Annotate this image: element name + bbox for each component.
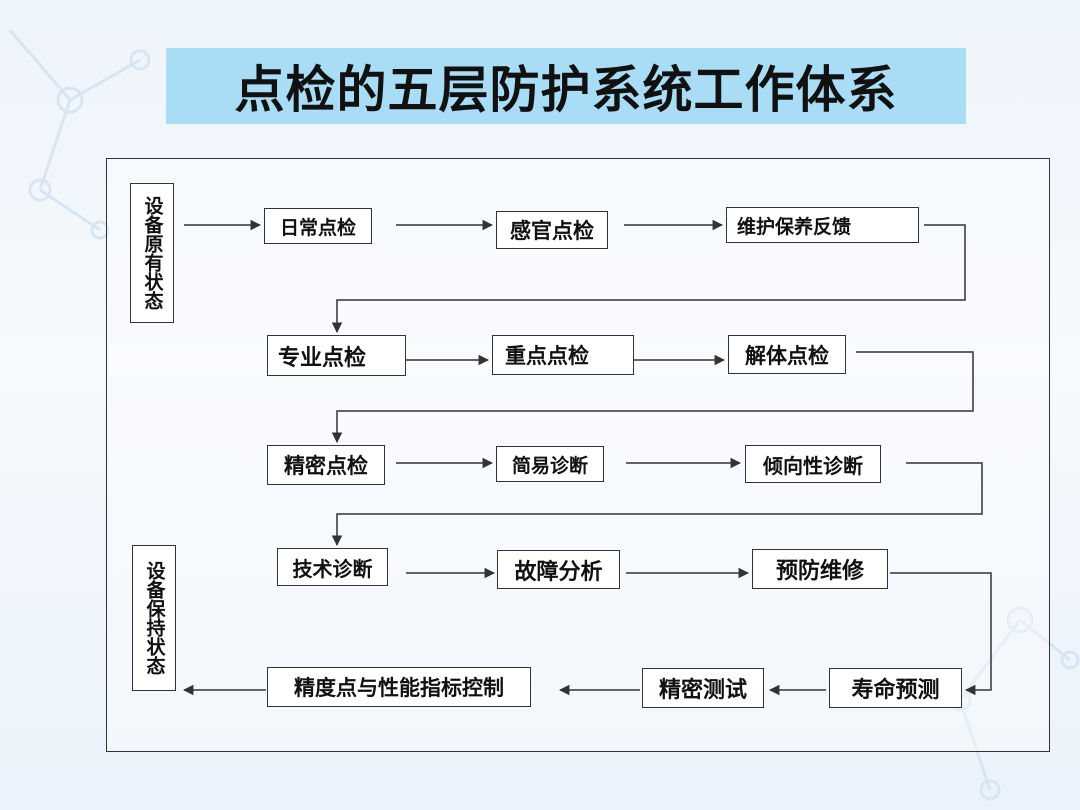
node-maintenance-feedback: 维护保养反馈	[726, 207, 919, 243]
node-precision-check-label: 精密点检	[284, 454, 368, 478]
end-state-label: 设备保持状态	[143, 561, 166, 675]
node-fault-analysis: 故障分析	[497, 550, 620, 589]
node-daily-check: 日常点检	[264, 208, 372, 244]
node-daily-check-label: 日常点检	[279, 216, 356, 239]
node-precision-check: 精密点检	[267, 445, 385, 485]
node-maintenance-feedback-label: 维护保养反馈	[737, 215, 852, 238]
node-preventive-repair: 预防维修	[752, 549, 888, 589]
node-trend-diagnosis: 倾向性诊断	[745, 445, 881, 483]
node-professional-check-label: 专业点检	[278, 345, 367, 371]
node-sensory-check: 感官点检	[496, 211, 608, 249]
end-state-box: 设备保持状态	[132, 545, 176, 691]
node-trend-diagnosis-label: 倾向性诊断	[763, 453, 863, 478]
node-technical-diagnosis-label: 技术诊断	[292, 556, 373, 581]
arrow-preventive-to-life	[890, 572, 992, 696]
node-disassembly-check-label: 解体点检	[745, 343, 829, 368]
node-technical-diagnosis: 技术诊断	[277, 548, 388, 586]
node-key-check: 重点点检	[492, 335, 634, 375]
node-key-check-label: 重点点检	[505, 344, 589, 368]
node-preventive-repair-label: 预防维修	[775, 559, 864, 584]
node-life-prediction: 寿命预测	[829, 668, 962, 708]
arrow-feedback-to-professional	[331, 224, 966, 334]
node-professional-check: 专业点检	[267, 335, 406, 376]
arrow-trend-to-technical	[331, 462, 983, 547]
node-disassembly-check: 解体点检	[728, 335, 846, 374]
node-precision-test: 精密测试	[642, 668, 764, 708]
start-state-label: 设备原有状态	[141, 196, 164, 310]
start-state-box: 设备原有状态	[130, 183, 174, 323]
node-life-prediction-label: 寿命预测	[851, 678, 940, 703]
page-title: 点检的五层防护系统工作体系	[234, 61, 898, 119]
node-precision-control-label: 精度点与性能指标控制	[294, 676, 504, 700]
node-precision-control: 精度点与性能指标控制	[267, 667, 531, 707]
title-banner: 点检的五层防护系统工作体系	[166, 48, 966, 124]
node-sensory-check-label: 感官点检	[510, 219, 594, 243]
node-precision-test-label: 精密测试	[658, 678, 747, 703]
node-simple-diagnosis-label: 简易诊断	[511, 454, 588, 477]
arrow-disassembly-to-precision	[331, 351, 974, 444]
node-simple-diagnosis: 简易诊断	[496, 446, 604, 482]
node-fault-analysis-label: 故障分析	[514, 559, 603, 585]
